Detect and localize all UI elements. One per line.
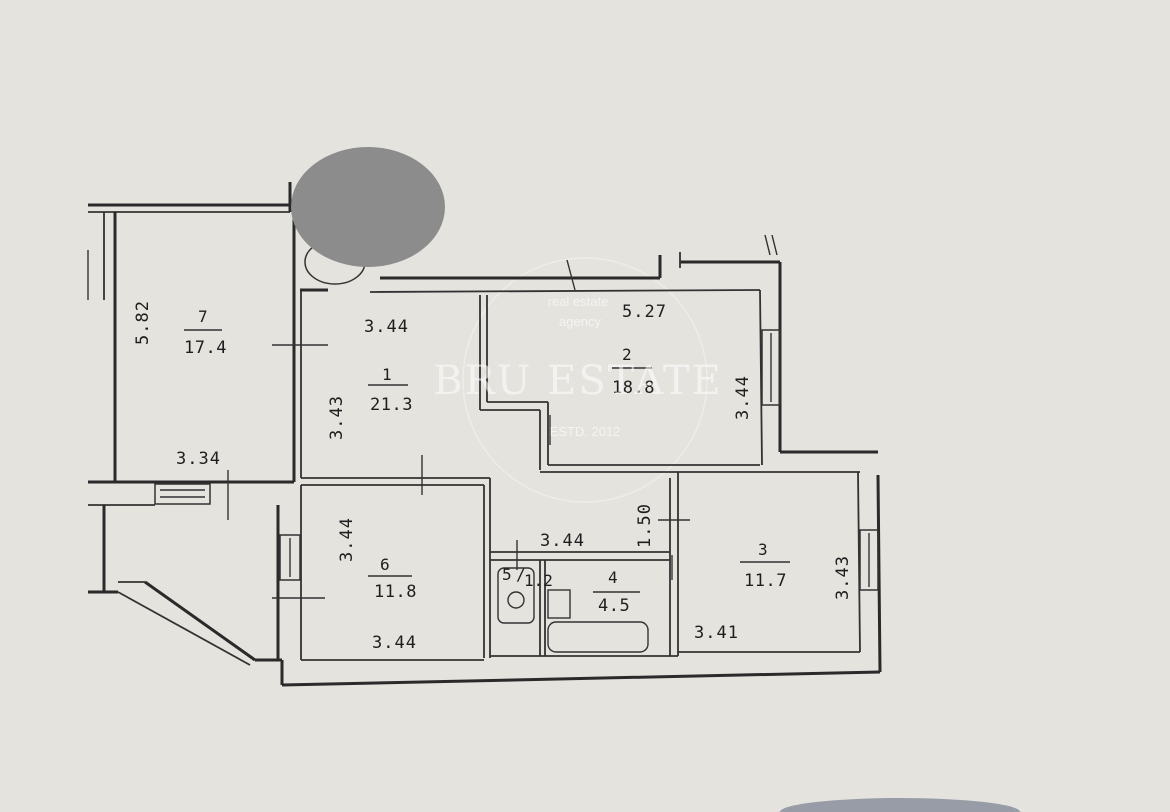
stamp-edge bbox=[780, 798, 1020, 812]
room-2: 2 18.8 5.27 3.44 bbox=[612, 302, 753, 420]
room-dimension: 3.41 bbox=[694, 623, 739, 643]
room-dimension: 3.43 bbox=[833, 555, 853, 600]
room-number: 3 bbox=[758, 540, 768, 559]
watermark-circle bbox=[462, 257, 708, 503]
svg-text:/: / bbox=[516, 565, 526, 584]
room-dimension: 5.82 bbox=[133, 300, 153, 345]
room-number: 4 bbox=[608, 568, 618, 587]
room-dimension: 3.44 bbox=[733, 375, 753, 420]
sink-icon bbox=[547, 589, 571, 619]
room-number: 6 bbox=[380, 555, 390, 574]
door-marks bbox=[87, 234, 778, 599]
redaction-blob bbox=[291, 147, 445, 267]
corridor-dimension: 3.44 bbox=[540, 531, 585, 551]
room-dimension: 3.44 bbox=[364, 317, 409, 337]
watermark-tagline: real estate bbox=[548, 294, 609, 309]
toilet-icon bbox=[497, 567, 535, 624]
room-7: 7 17.4 5.82 3.34 bbox=[133, 300, 227, 469]
room-dimension: 3.34 bbox=[176, 449, 221, 469]
corridor: 3.44 1.50 bbox=[540, 503, 655, 551]
watermark-established: ESTD. 2012 bbox=[550, 424, 621, 439]
watermark-brand: BRU ESTATE bbox=[433, 358, 723, 404]
room-dimension: 5.27 bbox=[622, 302, 667, 322]
room-1: 1 21.3 3.44 3.43 bbox=[327, 317, 413, 440]
room-area: 21.3 bbox=[370, 395, 413, 415]
room-area: 1.2 bbox=[524, 571, 553, 590]
room-area: 18.8 bbox=[612, 378, 655, 398]
room-area: 11.8 bbox=[374, 582, 417, 602]
room-dimension: 3.43 bbox=[327, 395, 347, 440]
room-4: 4 4.5 bbox=[598, 568, 630, 616]
room-6: 6 11.8 3.44 3.44 bbox=[337, 517, 417, 653]
fraction-bars bbox=[184, 329, 790, 593]
room-area: 4.5 bbox=[598, 596, 630, 616]
room-number: 1 bbox=[382, 365, 392, 384]
room-area: 11.7 bbox=[744, 571, 787, 591]
watermark-tagline: agency bbox=[559, 314, 601, 329]
room-number: 5 bbox=[502, 565, 512, 584]
walls bbox=[88, 182, 882, 687]
room-dimension: 3.44 bbox=[372, 633, 417, 653]
room-area: 17.4 bbox=[184, 338, 227, 358]
room-5: 5 / 1.2 bbox=[502, 565, 553, 590]
room-3: 3 11.7 3.43 3.41 bbox=[694, 540, 853, 643]
corridor-dimension: 1.50 bbox=[635, 503, 655, 548]
room-number: 2 bbox=[622, 345, 632, 364]
bathtub-icon bbox=[547, 621, 649, 653]
room-dimension: 3.44 bbox=[337, 517, 357, 562]
room-number: 7 bbox=[198, 307, 208, 326]
watermark: real estate agency BRU ESTATE ESTD. 2012 bbox=[433, 294, 723, 439]
